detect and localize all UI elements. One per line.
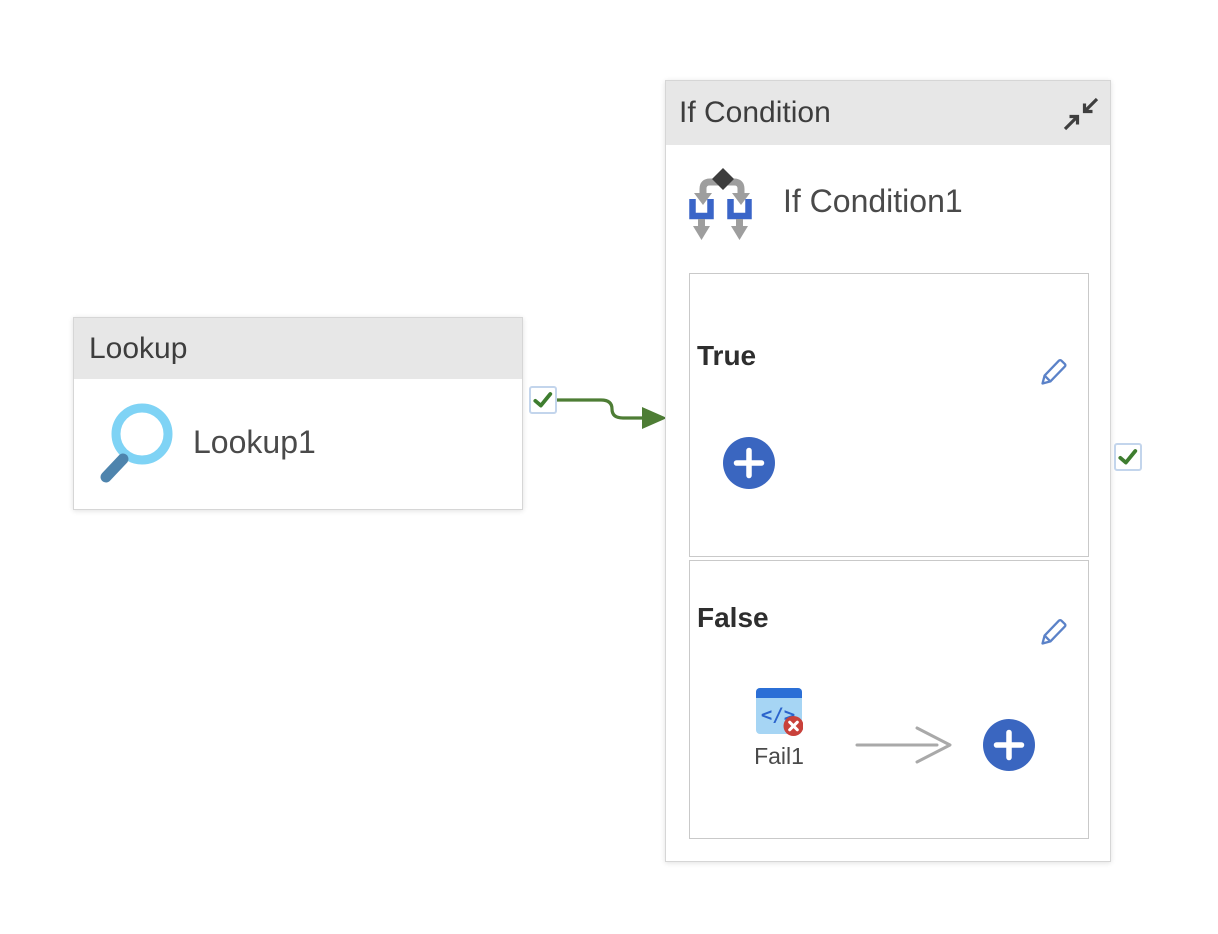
- fail-icon: </>: [756, 688, 804, 736]
- collapse-button[interactable]: [1060, 94, 1100, 134]
- pencil-icon: [1041, 618, 1067, 645]
- success-check-icon: [1118, 449, 1138, 465]
- activity-lookup[interactable]: Lookup Lookup1: [73, 317, 523, 510]
- if-condition-success-port[interactable]: [1114, 443, 1142, 471]
- lookup-success-port[interactable]: [529, 386, 557, 414]
- fail-activity-tile[interactable]: </> Fail1: [748, 685, 810, 770]
- if-condition-type-label: If Condition: [679, 96, 831, 129]
- activity-if-condition[interactable]: If Condition If Condition1 True: [665, 80, 1111, 862]
- add-true-activity-button[interactable]: [723, 437, 775, 489]
- if-condition-icon: [689, 168, 752, 240]
- if-condition-activity-name: If Condition1: [783, 183, 963, 219]
- add-false-activity-button[interactable]: [983, 719, 1035, 771]
- success-connector-arrow: [557, 398, 667, 429]
- plus-icon: [993, 729, 1025, 761]
- success-check-icon: [533, 392, 553, 408]
- lookup-activity-name: Lookup1: [193, 424, 316, 460]
- if-condition-type-header: If Condition: [666, 81, 1110, 145]
- true-branch-container[interactable]: True: [689, 273, 1089, 557]
- collapse-icon: [1063, 97, 1099, 131]
- lookup-type-header: Lookup: [74, 318, 522, 379]
- true-branch-label: True: [697, 340, 757, 371]
- pencil-icon: [1041, 358, 1067, 385]
- edit-true-branch-button[interactable]: [1034, 355, 1070, 391]
- fail-activity-name: Fail1: [754, 743, 804, 769]
- false-branch-container[interactable]: False </> Fail1: [689, 560, 1089, 839]
- false-branch-label: False: [697, 602, 769, 633]
- next-activity-arrow: [855, 726, 952, 764]
- plus-icon: [733, 447, 765, 479]
- lookup-magnifier-icon: [100, 403, 173, 483]
- edit-false-branch-button[interactable]: [1034, 615, 1070, 651]
- lookup-type-label: Lookup: [89, 331, 188, 365]
